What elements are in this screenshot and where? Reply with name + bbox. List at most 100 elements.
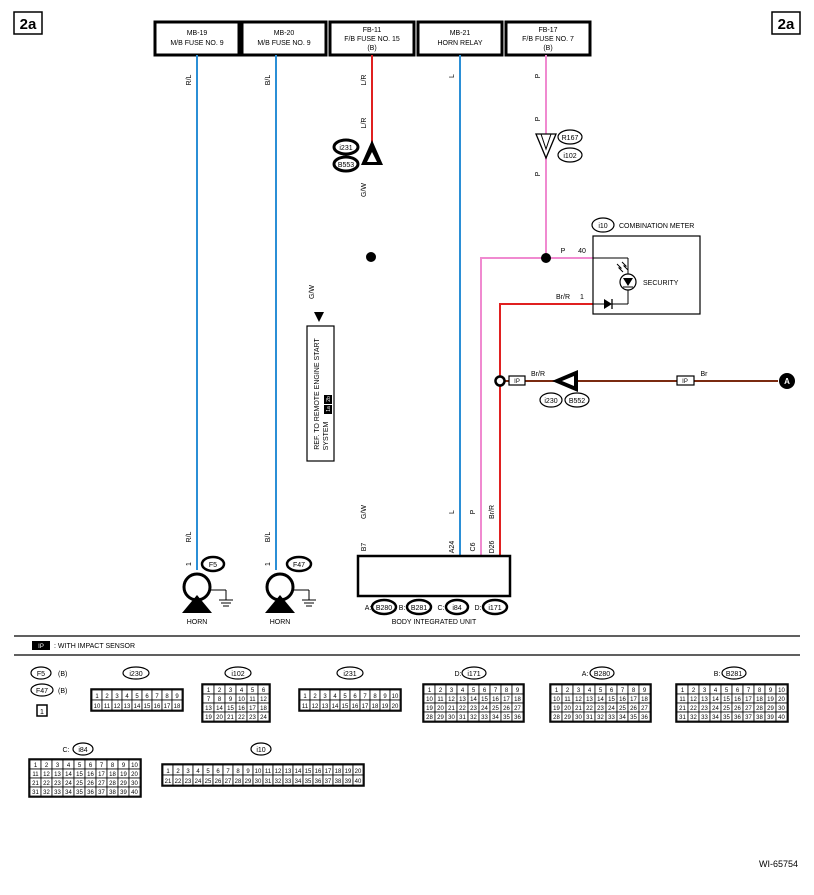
svg-text:20: 20 [355,769,362,775]
svg-text:2: 2 [692,688,696,694]
svg-text:21: 21 [165,779,172,785]
label-gw-ref: G/W [309,285,316,299]
svg-text:28: 28 [553,715,560,721]
svg-text:13: 13 [54,772,61,778]
splice-dot-p [541,253,551,263]
svg-text:20: 20 [392,704,399,710]
svg-text:i10: i10 [256,747,265,754]
svg-text:1: 1 [166,769,170,775]
svg-text:12: 12 [43,772,50,778]
svg-text:IP: IP [514,379,520,385]
svg-text:7: 7 [207,697,211,703]
inline-connector-i231-b553: i231 B553 [332,138,383,173]
svg-text:7: 7 [494,688,498,694]
svg-text:D:: D: [475,605,482,612]
svg-text:REF. TO REMOTE ENGINE START: REF. TO REMOTE ENGINE START [314,338,321,450]
svg-text:35: 35 [305,779,312,785]
svg-text:13: 13 [205,706,212,712]
svg-text:16: 16 [734,697,741,703]
svg-text:8: 8 [218,697,222,703]
svg-text:27: 27 [745,706,752,712]
svg-text:33: 33 [701,715,708,721]
svg-text:28: 28 [109,781,116,787]
svg-text:7: 7 [226,769,230,775]
svg-text:26: 26 [630,706,637,712]
svg-text:1: 1 [40,709,44,716]
svg-text:11: 11 [32,772,39,778]
svg-text:25: 25 [723,706,730,712]
svg-text:5: 5 [725,688,729,694]
svg-text:23: 23 [597,706,604,712]
svg-text:13: 13 [586,697,593,703]
svg-text:8: 8 [373,694,377,700]
svg-text:R167: R167 [562,135,579,142]
svg-text:25: 25 [492,706,499,712]
svg-text:10: 10 [94,704,101,710]
svg-text:4: 4 [461,688,465,694]
svg-text:25: 25 [76,781,83,787]
svg-text:8: 8 [111,763,115,769]
svg-text:21: 21 [448,706,455,712]
svg-text:13: 13 [459,697,466,703]
fuse-box-fb11: FB-11 F/B FUSE NO. 15 (B) [328,20,416,57]
corner-tag-right [771,11,801,35]
svg-text:10: 10 [426,697,433,703]
svg-text:23: 23 [470,706,477,712]
svg-text:25: 25 [619,706,626,712]
svg-text:FB-17: FB-17 [538,27,557,34]
svg-text:7: 7 [747,688,751,694]
label-rl-bot: R/L [186,531,193,542]
svg-text:9: 9 [122,763,126,769]
label-pin-1b: 1 [265,562,272,566]
svg-text:14: 14 [597,697,604,703]
svg-text:C:: C: [63,747,70,754]
svg-text:22: 22 [43,781,50,787]
svg-text:4: 4 [125,694,129,700]
svg-text:39: 39 [345,779,352,785]
svg-text:A: A [784,377,790,386]
svg-text:33: 33 [608,715,615,721]
svg-text:(B): (B) [543,45,552,52]
svg-text:22: 22 [690,706,697,712]
svg-text:11: 11 [249,697,256,703]
svg-text:6: 6 [89,763,93,769]
body-unit-label: BODY INTEGRATED UNIT [392,619,477,626]
svg-text:16: 16 [315,769,322,775]
svg-text:31: 31 [32,790,39,796]
svg-text:1: 1 [681,688,685,694]
svg-text:20: 20 [437,706,444,712]
diode-icon [604,299,612,309]
svg-text:F/B FUSE NO. 7: F/B FUSE NO. 7 [522,36,574,43]
fuse-box-mb19: MB-19 M/B FUSE NO. 9 [153,20,241,57]
svg-text:24: 24 [65,781,72,787]
svg-text:18: 18 [514,697,521,703]
svg-text:6: 6 [145,694,149,700]
svg-text:2: 2 [313,694,317,700]
body-integrated-unit: A: B280 B: B281 C: i84 D: i171 BODY INTE… [356,554,512,626]
svg-text:i231: i231 [339,145,352,152]
svg-text:IP: IP [682,379,688,385]
svg-text:40: 40 [355,779,362,785]
svg-text:36: 36 [514,715,521,721]
svg-text:5: 5 [78,763,82,769]
svg-text:36: 36 [734,715,741,721]
svg-text:(B): (B) [58,671,67,678]
svg-text:16: 16 [87,772,94,778]
svg-text:27: 27 [225,779,232,785]
svg-text:12: 12 [690,697,697,703]
svg-text:12: 12 [312,704,319,710]
label-b7: B7 [361,543,368,552]
figure-id: WI-65754 [759,859,798,869]
svg-text:2: 2 [45,763,49,769]
svg-text:35: 35 [503,715,510,721]
svg-text:36: 36 [87,790,94,796]
svg-text:12: 12 [275,769,282,775]
svg-text:17: 17 [325,769,332,775]
svg-text:B553: B553 [338,162,354,169]
svg-text:11: 11 [564,697,571,703]
svg-text:14: 14 [712,697,719,703]
svg-text:20: 20 [216,715,223,721]
svg-text:5: 5 [135,694,139,700]
